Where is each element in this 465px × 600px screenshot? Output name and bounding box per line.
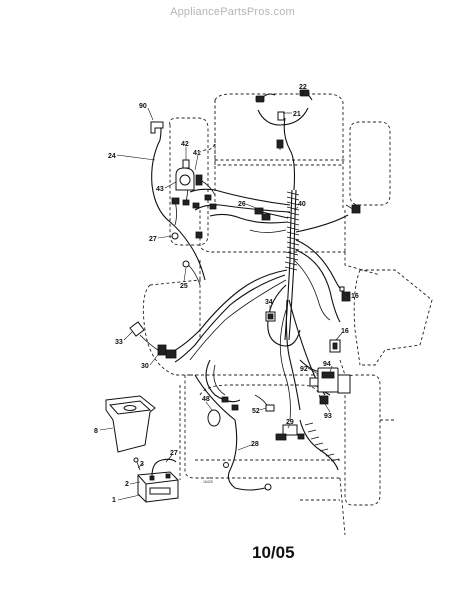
- callout-22: 22: [299, 84, 307, 91]
- wire-harness: [139, 91, 357, 491]
- callout-3: 3: [140, 461, 144, 468]
- callout-41: 41: [193, 150, 201, 157]
- callout-93: 93: [324, 413, 332, 420]
- leader-lines: [99, 90, 351, 501]
- battery: [137, 471, 179, 503]
- drawing-code: 16425: [203, 480, 213, 484]
- date-code: 10/05: [252, 543, 295, 562]
- callout-90: 90: [139, 103, 147, 110]
- callout-42: 42: [181, 141, 189, 148]
- callout-33: 33: [115, 339, 123, 346]
- tractor-outline: [142, 93, 433, 536]
- callout-29: 29: [286, 419, 294, 426]
- callout-52: 52: [252, 408, 260, 415]
- callout-21: 21: [293, 111, 301, 118]
- watermark: AppliancePartsPros.com: [170, 6, 295, 18]
- callout-94: 94: [323, 361, 331, 368]
- battery-tray: [105, 395, 156, 453]
- callout-48: 48: [202, 396, 210, 403]
- callout-40: 40: [298, 201, 306, 208]
- callout-27-lower: 27: [170, 450, 178, 457]
- callout-16-upper: 16: [351, 293, 359, 300]
- callout-labels: 22 21 90 41 42 24 43 40 26 27 25 34 16 1…: [94, 84, 359, 504]
- callout-28: 28: [251, 441, 259, 448]
- callout-2: 2: [125, 481, 129, 488]
- callout-24: 24: [108, 153, 116, 160]
- callout-26: 26: [238, 201, 246, 208]
- callout-16-lower: 16: [341, 328, 349, 335]
- callout-8: 8: [94, 428, 98, 435]
- callout-25: 25: [180, 283, 188, 290]
- parts: [105, 89, 361, 503]
- callout-30: 30: [141, 363, 149, 370]
- harness-coil: [284, 191, 300, 271]
- callout-43: 43: [156, 186, 164, 193]
- callout-92: 92: [300, 366, 308, 373]
- callout-1: 1: [112, 497, 116, 504]
- callout-34: 34: [265, 299, 273, 306]
- callout-27-upper: 27: [149, 236, 157, 243]
